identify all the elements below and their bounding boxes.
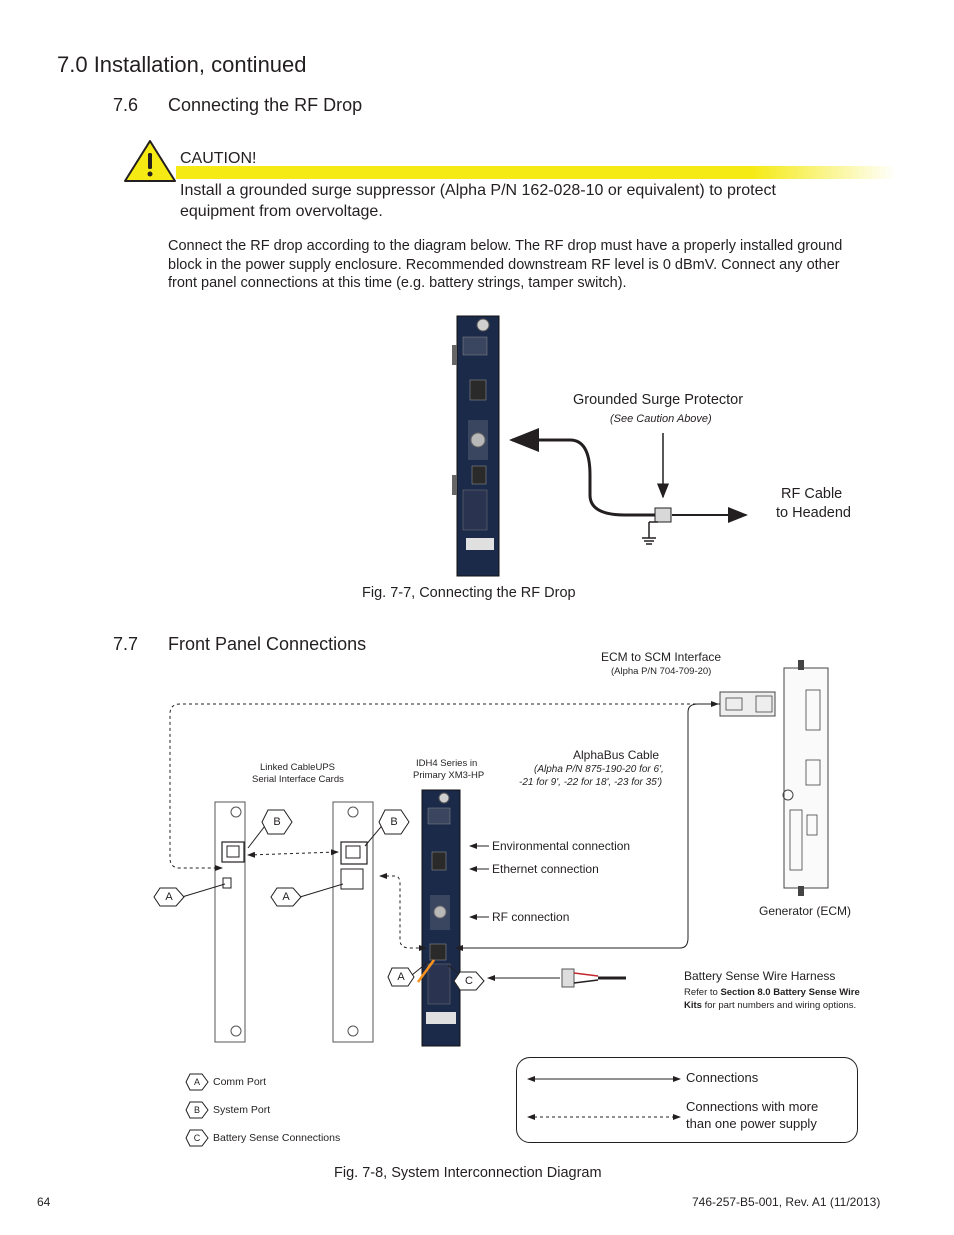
warning-icon: [124, 140, 176, 182]
linked-label-2: Serial Interface Cards: [252, 774, 344, 785]
paragraph-line-1: Connect the RF drop according to the dia…: [168, 238, 843, 254]
env-connection-label: Environmental connection: [492, 839, 631, 853]
idh4-label-1: IDH4 Series in: [416, 758, 478, 769]
caution-text-2: equipment from overvoltage.: [180, 203, 383, 220]
ethernet-connection-label: Ethernet connection: [492, 862, 599, 876]
section-title: 7.0 Installation, continued: [57, 52, 307, 77]
alphabus-pn-2: -21 for 9', -22 for 18', -23 for 35'): [519, 777, 663, 788]
ecm-connector: [719, 691, 776, 717]
subsection-7-7-number: 7.7: [113, 634, 139, 654]
callout-a-2: A: [282, 891, 290, 903]
battery-harness-label: Battery Sense Wire Harness: [684, 969, 836, 983]
ecm-interface-pn: (Alpha P/N 704-709-20): [611, 666, 712, 677]
surge-protector-note: (See Caution Above): [610, 413, 712, 425]
subsection-7-7-title: Front Panel Connections: [168, 634, 367, 654]
legend-connections: Connections: [686, 1070, 759, 1085]
rf-connection-label: RF connection: [492, 910, 570, 924]
idh4-label-2: Primary XM3-HP: [413, 770, 485, 781]
legend-comm-port: Comm Port: [213, 1076, 267, 1088]
callout-boxes: [153, 809, 485, 991]
generator-label: Generator (ECM): [759, 904, 852, 918]
legend-c-icon: C: [193, 1133, 201, 1143]
battery-note-rest: for part numbers and wiring options.: [704, 1000, 857, 1011]
subsection-7-6-number: 7.6: [113, 95, 139, 115]
legend-box: [516, 1057, 858, 1143]
battery-note-refer: Refer to: [684, 987, 718, 998]
paragraph-line-2: block in the power supply enclosure. Rec…: [168, 257, 840, 273]
callout-a-1: A: [165, 891, 173, 903]
surge-protector-label: Grounded Surge Protector: [573, 392, 744, 408]
alphabus-label: AlphaBus Cable: [573, 748, 660, 762]
subsection-7-6-title: Connecting the RF Drop: [168, 95, 363, 115]
alphabus-pn-1: (Alpha P/N 875-190-20 for 6',: [534, 764, 664, 775]
document-number: 746-257-B5-001, Rev. A1 (11/2013): [692, 1195, 881, 1209]
idh4-card: [416, 789, 461, 1047]
callout-b-2: B: [390, 816, 398, 828]
fig-7-8-caption: Fig. 7-8, System Interconnection Diagram: [334, 1165, 602, 1181]
caution-bar: [176, 166, 896, 179]
legend-multi-2: than one power supply: [686, 1116, 817, 1131]
battery-note-section: Section 8.0 Battery Sense Wire: [720, 987, 860, 998]
battery-harness-note: Refer to Section 8.0 Battery Sense Wire …: [684, 986, 894, 1012]
legend-b-icon: B: [193, 1105, 200, 1115]
paragraph-line-3: front panel connections at this time (e.…: [168, 275, 627, 291]
power-supply-card: [452, 315, 500, 577]
caution-label: CAUTION!: [180, 150, 257, 167]
surge-protector-icon: [648, 507, 672, 538]
rf-cable-label-2: to Headend: [776, 505, 851, 521]
callout-b-1: B: [273, 816, 281, 828]
legend-a-icon: A: [193, 1077, 200, 1087]
legend-multi-1: Connections with more: [686, 1099, 819, 1114]
legend-battery-sense: Battery Sense Connections: [213, 1132, 341, 1144]
page-number: 64: [37, 1195, 51, 1209]
caution-text-1: Install a grounded surge suppressor (Alp…: [180, 182, 776, 199]
generator-ecm: [782, 660, 829, 896]
ground-icon: [642, 537, 656, 545]
rf-cable-label-1: RF Cable: [781, 486, 843, 502]
serial-card-2: [332, 801, 374, 1043]
callout-a-3: A: [397, 971, 405, 983]
ecm-interface-label: ECM to SCM Interface: [601, 650, 722, 664]
serial-card-1: [214, 801, 246, 1043]
callout-c: C: [465, 975, 473, 987]
battery-note-kits: Kits: [684, 1000, 702, 1011]
legend-system-port: System Port: [213, 1104, 271, 1116]
linked-label-1: Linked CableUPS: [260, 762, 335, 773]
fig-7-7-caption: Fig. 7-7, Connecting the RF Drop: [362, 585, 576, 601]
battery-harness-icon: [561, 968, 626, 988]
